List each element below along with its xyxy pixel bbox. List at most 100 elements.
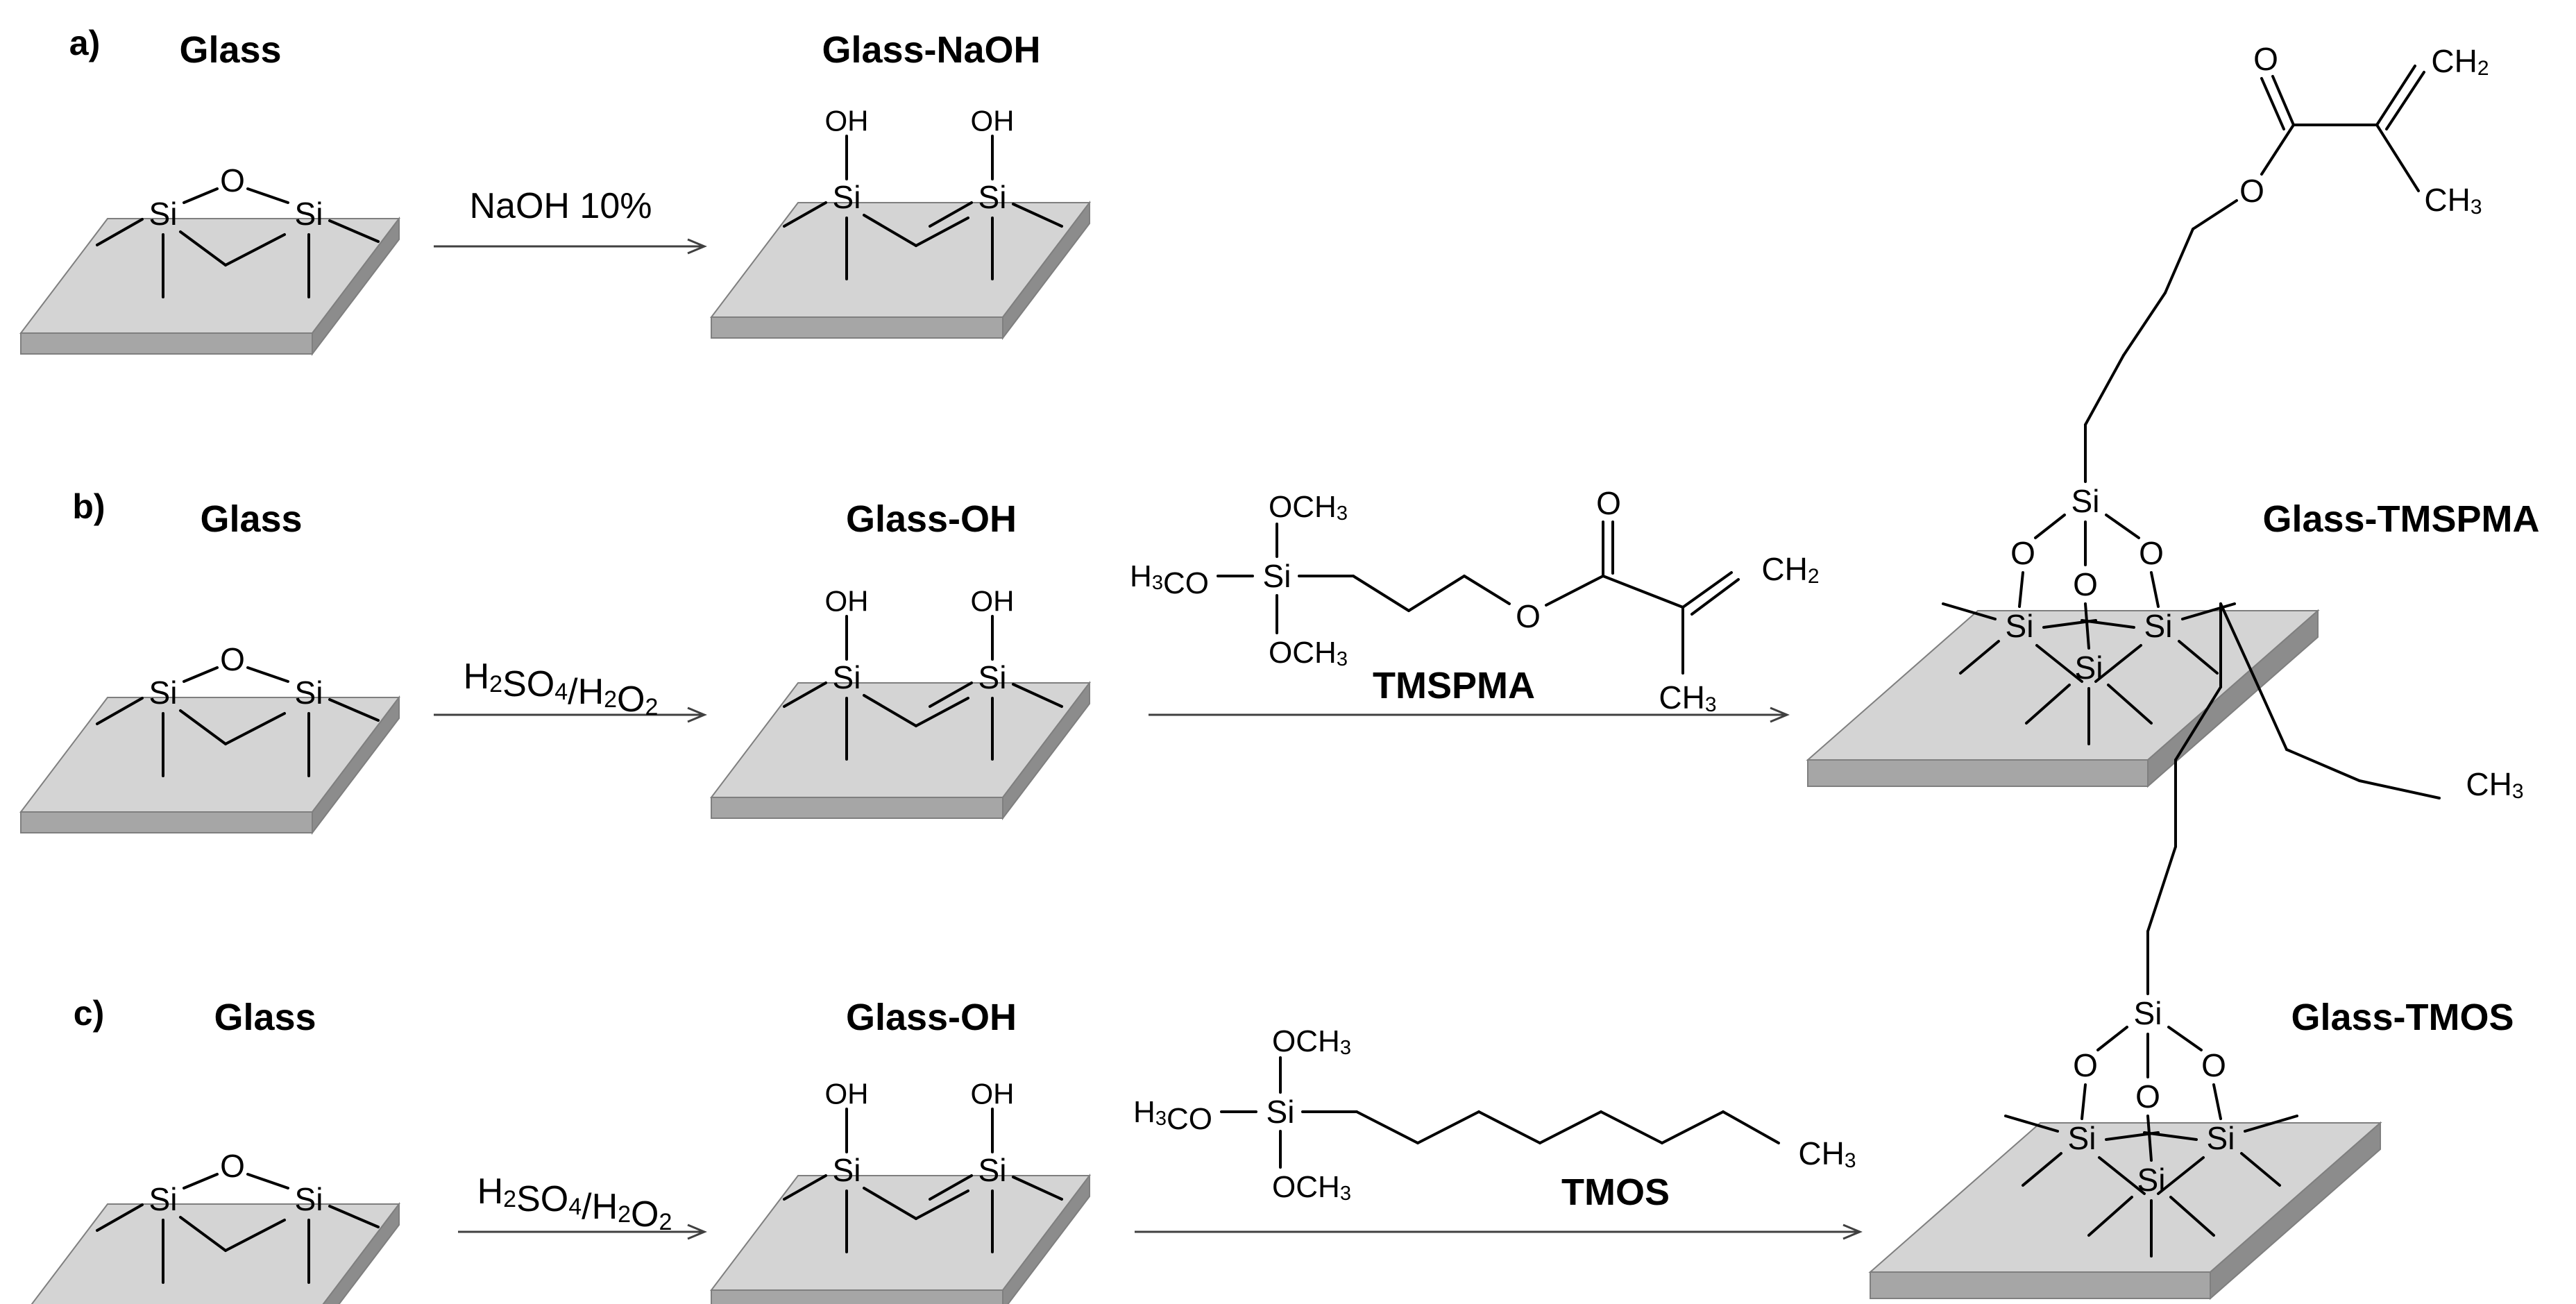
silicon-atom: Si [833, 1152, 861, 1188]
arrow-head [1770, 706, 1790, 723]
silicon-atom: Si [1266, 1094, 1295, 1130]
bond [2087, 1196, 2133, 1237]
bond [863, 694, 917, 727]
bond [1463, 575, 1511, 605]
bond [863, 214, 917, 247]
oxygen-atom: O [220, 641, 245, 677]
bond [96, 697, 144, 725]
bond [1012, 1176, 1063, 1201]
bond [2254, 679, 2288, 751]
bond [2150, 571, 2160, 608]
silicon-atom: Si [295, 196, 323, 232]
slab-top [709, 202, 1092, 318]
methyl-group: CH3 [2466, 766, 2523, 803]
bond [2192, 199, 2238, 230]
bond [1545, 575, 1604, 607]
glass-slab [1806, 609, 2320, 788]
oxygen-atom: O [2073, 566, 2098, 602]
oxygen-atom: O [220, 1148, 245, 1184]
silicon-atom: Si [149, 196, 178, 232]
bond [179, 230, 227, 266]
oxygen-atom: O [2201, 1047, 2226, 1083]
bond [2146, 845, 2177, 933]
slab-front [20, 811, 313, 833]
bond [2084, 602, 2090, 650]
silicon-atom: Si [295, 675, 323, 711]
glass-slab [31, 1202, 401, 1304]
bond [2084, 354, 2125, 426]
silicon-atom: Si [2006, 608, 2034, 644]
bond [863, 1187, 917, 1220]
mid-title: Glass-OH [846, 997, 1017, 1038]
arrow-head [687, 1223, 707, 1240]
hydroxyl-group: OH [825, 105, 869, 137]
reagent-label: H2SO4/H2O2 [464, 657, 659, 720]
mid-title: Glass-NaOH [822, 29, 1040, 71]
silicon-atom: Si [149, 1181, 178, 1217]
bond [224, 712, 286, 745]
bond [2004, 1115, 2059, 1133]
silicon-atom: Si [833, 179, 861, 215]
bond [2181, 602, 2236, 620]
row-letter: c) [74, 994, 104, 1033]
bond [2143, 1131, 2198, 1141]
hydroxyl-group: OH [971, 105, 1015, 137]
slab-side [312, 695, 400, 835]
slab-side [1002, 1174, 1090, 1304]
oxygen-atom: O [2253, 41, 2278, 77]
bond [783, 681, 827, 708]
methyl-group: CH3 [1659, 679, 1716, 716]
bond [2174, 686, 2222, 761]
slab-front [711, 1289, 1003, 1304]
bond [915, 1189, 969, 1220]
silicon-atom: Si [833, 659, 861, 695]
slab-top [31, 1203, 401, 1304]
hydroxyl-group: OH [825, 585, 869, 618]
end-title: Glass-TMOS [2291, 997, 2514, 1038]
methoxy-group: OCH3 [1269, 490, 1348, 525]
bond [183, 666, 219, 683]
glass-slab [709, 201, 1092, 340]
bond [1539, 1110, 1602, 1144]
bond [183, 187, 219, 204]
bond [2122, 291, 2167, 357]
bond [246, 666, 289, 683]
arrow-head [687, 238, 707, 255]
bond [2098, 1156, 2146, 1195]
row-letter: a) [69, 24, 100, 62]
mid-title: Glass-OH [846, 498, 1017, 540]
bond [2164, 228, 2194, 294]
methylene-group: CH2 [2431, 43, 2489, 80]
silane-name: TMOS [1561, 1171, 1670, 1213]
bond [915, 697, 969, 727]
start-title: Glass [179, 29, 281, 71]
hydroxyl-group: OH [825, 1078, 869, 1110]
bond [2375, 124, 2420, 192]
bond [2146, 1115, 2153, 1162]
slab-front [1870, 1271, 2211, 1299]
bond [2081, 1083, 2087, 1120]
slab-side [2210, 1121, 2381, 1301]
silane-name: TMSPMA [1373, 665, 1535, 706]
bond [915, 217, 969, 247]
reaction-arrow [434, 706, 707, 723]
row-letter: b) [72, 487, 105, 526]
methoxy-group: H3CO [1133, 1095, 1212, 1136]
reagent-label: NaOH 10% [470, 186, 652, 226]
silicon-atom: Si [978, 1152, 1007, 1188]
bond [2169, 1196, 2215, 1237]
bond [179, 709, 227, 745]
methoxy-group: H3CO [1130, 559, 1209, 600]
bond [783, 1174, 827, 1201]
bond [929, 1174, 973, 1201]
reaction-arrow [458, 1223, 707, 1240]
glass-slab [709, 681, 1092, 820]
bond [2167, 1026, 2203, 1051]
bond [183, 1173, 219, 1189]
glass-slab [1868, 1121, 2382, 1301]
